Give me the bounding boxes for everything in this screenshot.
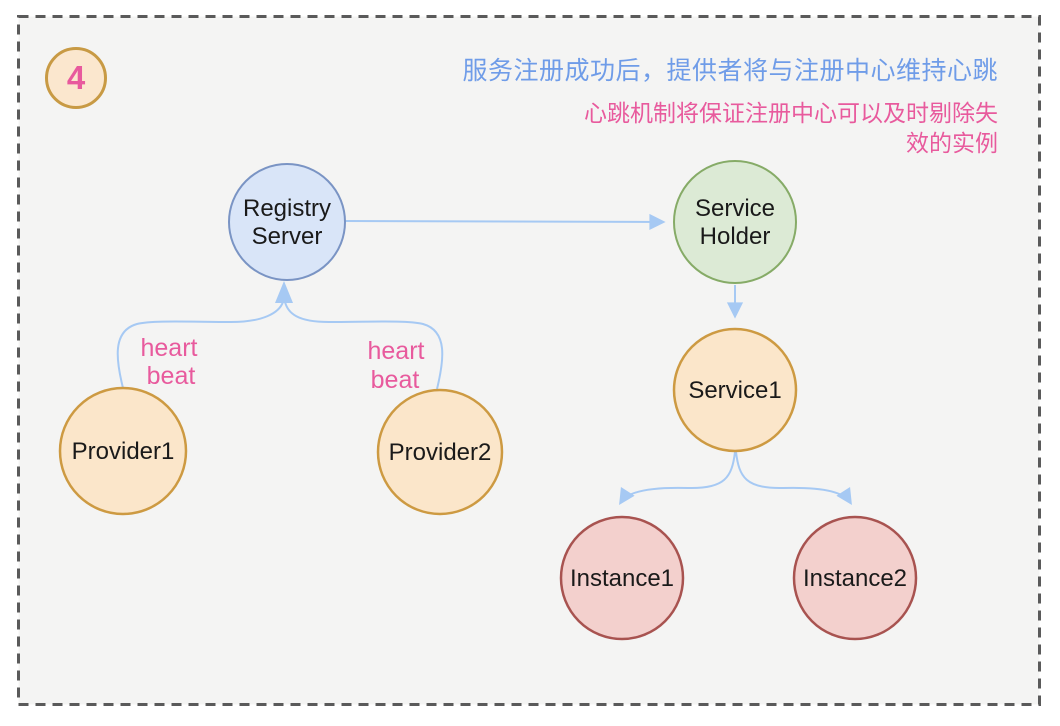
service1-circle	[672, 327, 798, 453]
instance1-label: Instance1	[570, 565, 674, 592]
service1-label: Service1	[688, 377, 781, 404]
node-instance2: Instance2	[792, 515, 918, 641]
edge-registry-to-holder-arrow	[344, 213, 666, 231]
heartbeat-label-right: heart beat	[368, 337, 425, 394]
heartbeat-label-left: heart beat	[141, 334, 198, 390]
instance1-circle	[559, 515, 685, 641]
edge-provider1-heartbeat-curve	[116, 301, 284, 389]
heartbeat-right-line2: beat	[371, 366, 420, 394]
edge-service1-to-instance2-arrow	[735, 451, 852, 506]
node-service1: Service1	[672, 327, 798, 453]
provider1-label: Provider1	[72, 438, 175, 465]
registry-server-circle	[228, 163, 346, 281]
caption-block: 服务注册成功后，提供者将与注册中心维持心跳 心跳机制将保证注册中心可以及时剔除失…	[462, 57, 998, 158]
provider2-circle	[376, 388, 504, 516]
provider1-circle	[58, 386, 188, 516]
caption-line-pink-1: 心跳机制将保证注册中心可以及时剔除失	[584, 100, 998, 126]
caption-line-pink-2: 效的实例	[906, 130, 998, 156]
provider2-label: Provider2	[389, 439, 492, 466]
instance2-circle	[792, 515, 918, 641]
registry-server-label-line1: Registry	[243, 195, 331, 222]
node-provider2: Provider2	[376, 388, 504, 516]
edge-provider2-heartbeat-curve	[284, 301, 444, 390]
edge-service1-to-instance1-arrow	[619, 451, 736, 506]
node-instance1: Instance1	[559, 515, 685, 641]
caption-pink-block: 心跳机制将保证注册中心可以及时剔除失 效的实例	[462, 98, 998, 158]
service-holder-label-line1: Service	[695, 195, 775, 222]
node-service-holder: Service Holder	[673, 160, 797, 284]
node-provider1: Provider1	[58, 386, 188, 516]
heartbeat-right-line1: heart	[368, 337, 425, 365]
caption-line-blue: 服务注册成功后，提供者将与注册中心维持心跳	[462, 57, 998, 85]
registry-server-label-line2: Server	[252, 223, 323, 250]
heartbeat-left-line2: beat	[147, 362, 196, 390]
instance2-label: Instance2	[803, 565, 907, 592]
heartbeat-left-line1: heart	[141, 334, 198, 362]
node-registry-server: Registry Server	[228, 163, 346, 281]
step-badge-number: 4	[66, 59, 86, 96]
heartbeat-arrowhead-icon	[275, 281, 293, 303]
service-holder-label-line2: Holder	[700, 223, 771, 250]
service-holder-circle	[673, 160, 797, 284]
step-badge: 4	[45, 47, 107, 109]
